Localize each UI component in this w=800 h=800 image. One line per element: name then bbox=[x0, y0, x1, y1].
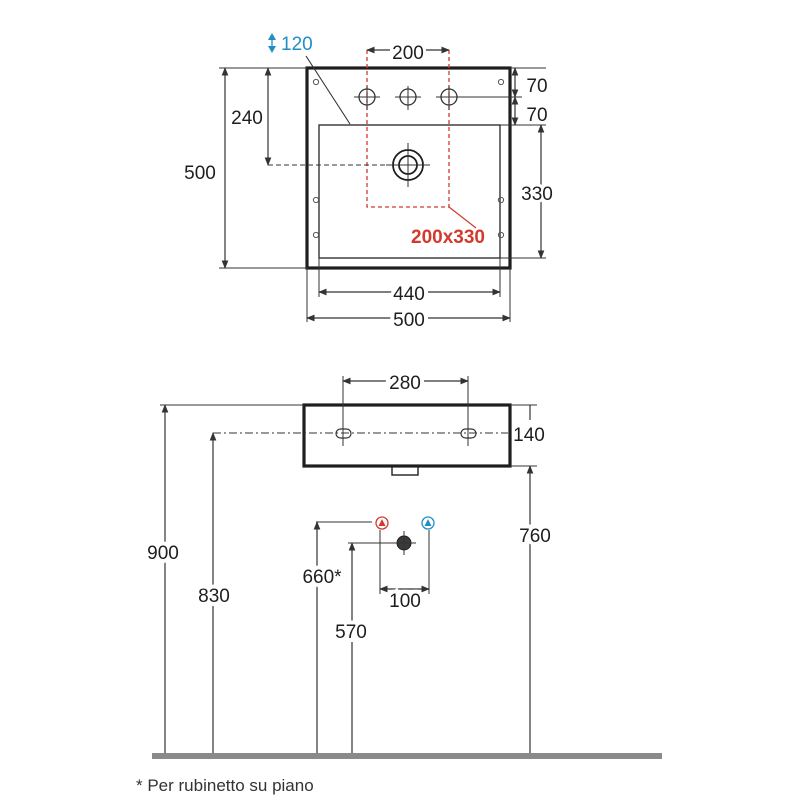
basin-outline-plan bbox=[305, 66, 512, 270]
drain-outlet-icon bbox=[392, 531, 416, 555]
tap-hole-right bbox=[436, 86, 462, 110]
tap-zone-leader bbox=[448, 206, 477, 229]
tap-spacing-label: 200 bbox=[392, 43, 424, 64]
fixing-bolt-right bbox=[460, 420, 477, 446]
height-min-label: 120 bbox=[281, 34, 313, 55]
fixing-hole bbox=[497, 196, 505, 204]
drain-plan bbox=[386, 143, 430, 187]
inner-width-label: 440 bbox=[393, 284, 425, 305]
tap-hole-left bbox=[354, 86, 380, 110]
tap-zone-label: 200x330 bbox=[411, 227, 485, 248]
fixing-hole bbox=[312, 231, 320, 239]
total-depth-label: 500 bbox=[184, 163, 216, 184]
total-width-label: 500 bbox=[393, 310, 425, 331]
top-offset-label: 70 bbox=[526, 76, 547, 97]
fixing-hole bbox=[497, 78, 505, 86]
height-leader bbox=[305, 55, 351, 125]
fixing-hole bbox=[497, 231, 505, 239]
basin-height-label: 140 bbox=[513, 425, 545, 446]
basin-inner-plan bbox=[318, 124, 501, 259]
height-indicator bbox=[268, 33, 276, 53]
front-view: 280 140 760 900 830 660* bbox=[143, 369, 662, 759]
floor-line bbox=[152, 753, 662, 759]
top-height-label: 900 bbox=[147, 543, 179, 564]
drain-height-label: 570 bbox=[335, 622, 367, 643]
tap-outlet-height-label: 660* bbox=[302, 567, 342, 588]
basin-outline-front bbox=[302, 403, 512, 468]
fixing-height-label: 830 bbox=[198, 586, 230, 607]
fixing-hole bbox=[312, 196, 320, 204]
waste-stub bbox=[391, 465, 419, 476]
depth-to-drain-label: 240 bbox=[231, 108, 263, 129]
tap-offset-label: 70 bbox=[526, 105, 547, 126]
bottom-height-label: 760 bbox=[519, 526, 551, 547]
footnote: * Per rubinetto su piano bbox=[136, 776, 314, 795]
outlet-spacing-label: 100 bbox=[389, 591, 421, 612]
tap-zone-rect bbox=[366, 50, 450, 208]
fixing-hole bbox=[312, 78, 320, 86]
cold-water-icon bbox=[421, 516, 435, 530]
tap-hole-centre bbox=[395, 86, 421, 110]
hot-water-icon bbox=[375, 516, 389, 530]
basin-depth-label: 330 bbox=[521, 184, 553, 205]
plan-view: 200 120 240 500 70 70 330 200x330 bbox=[184, 33, 556, 335]
fixing-bolt-left bbox=[335, 420, 352, 446]
bolt-spacing-label: 280 bbox=[389, 373, 421, 394]
